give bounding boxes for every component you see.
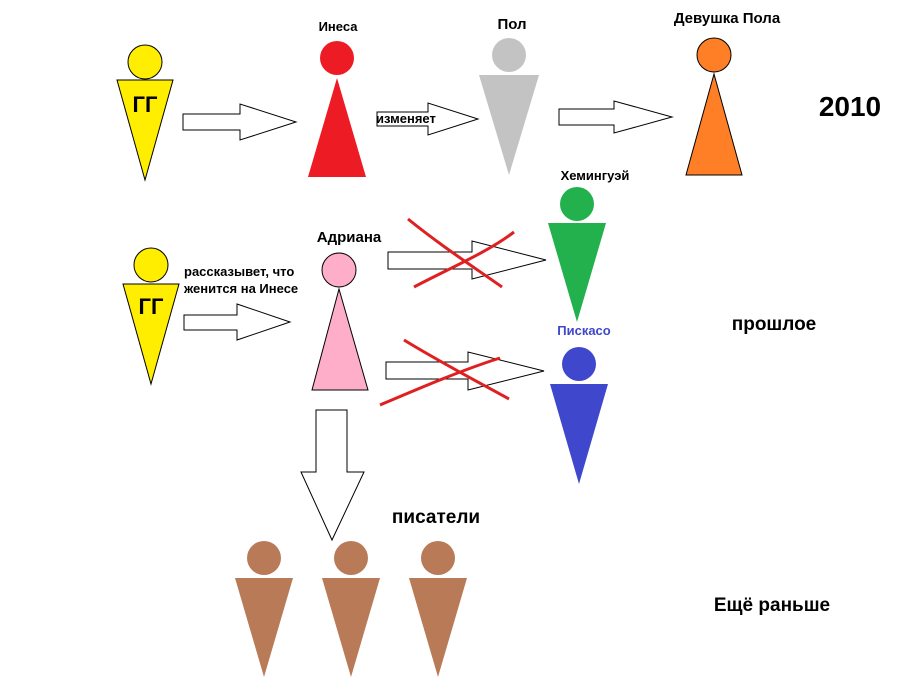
inesa-body	[308, 78, 366, 177]
picasso-head	[562, 347, 596, 381]
arrow-pol-to-girl	[558, 100, 674, 134]
writer-2-head	[334, 541, 368, 575]
hemingway-body	[548, 223, 606, 322]
gg-mid-badge: ГГ	[139, 294, 164, 319]
writer-1-body	[235, 578, 293, 677]
label-2010: 2010	[819, 91, 881, 122]
figure-gg-mid: ГГ	[122, 247, 180, 386]
label-past: прошлое	[732, 314, 817, 335]
pol-head	[492, 38, 526, 72]
cross-stroke-1	[407, 217, 503, 289]
cross-stroke-2	[413, 230, 515, 289]
arrow-changes-label: изменяет	[376, 111, 436, 126]
arrow-tells-label-line1: рассказывет, что	[184, 264, 294, 279]
arrow-inesa-to-pol	[376, 102, 480, 136]
figure-adriana: Адриана	[311, 229, 382, 391]
gg-mid-head	[133, 247, 169, 283]
writer-1-head	[247, 541, 281, 575]
label-even-earlier: Ещё раньше	[714, 595, 830, 616]
cross-mark-picasso	[379, 338, 510, 407]
figure-inesa: Инеса	[308, 19, 366, 177]
hemingway-head	[560, 187, 594, 221]
figure-writer-2	[322, 541, 380, 677]
adriana-body	[311, 287, 369, 391]
figure-writer-1	[235, 541, 293, 677]
pol-name: Пол	[497, 16, 526, 33]
picasso-name: Пискасо	[557, 323, 611, 338]
inesa-name: Инеса	[319, 19, 359, 34]
arrow-gg-to-inesa	[182, 103, 298, 141]
writer-3-body	[409, 578, 467, 677]
girl-pol-name: Девушка Пола	[674, 10, 781, 27]
cross-stroke-4	[379, 356, 501, 407]
arrow-gg-to-adriana	[183, 303, 292, 341]
cross-mark-hemingway	[407, 217, 515, 289]
figure-pol: Пол	[479, 16, 539, 175]
figure-picasso: Пискасо	[550, 323, 611, 484]
writer-2-body	[322, 578, 380, 677]
hemingway-name: Хемингуэй	[561, 168, 630, 183]
gg-top-body	[116, 79, 174, 182]
figure-girl-pol: Девушка Пола	[674, 10, 781, 176]
gg-mid-body	[122, 283, 180, 386]
gg-top-head	[127, 44, 163, 80]
figure-gg-top: ГГ	[116, 44, 174, 182]
picasso-body	[550, 384, 608, 484]
inesa-head	[320, 41, 354, 75]
gg-top-badge: ГГ	[133, 92, 158, 117]
girl-pol-body	[685, 72, 743, 176]
arrow-tells-label-line2: женится на Инесе	[183, 281, 298, 296]
adriana-name: Адриана	[317, 229, 382, 246]
figure-hemingway: Хемингуэй	[548, 168, 629, 322]
figure-writer-3	[409, 541, 467, 677]
girl-pol-head	[696, 37, 732, 73]
arrow-adriana-to-writers	[300, 409, 365, 542]
adriana-head	[321, 252, 357, 288]
label-writers: писатели	[392, 507, 480, 528]
pol-body	[479, 75, 539, 175]
writer-3-head	[421, 541, 455, 575]
